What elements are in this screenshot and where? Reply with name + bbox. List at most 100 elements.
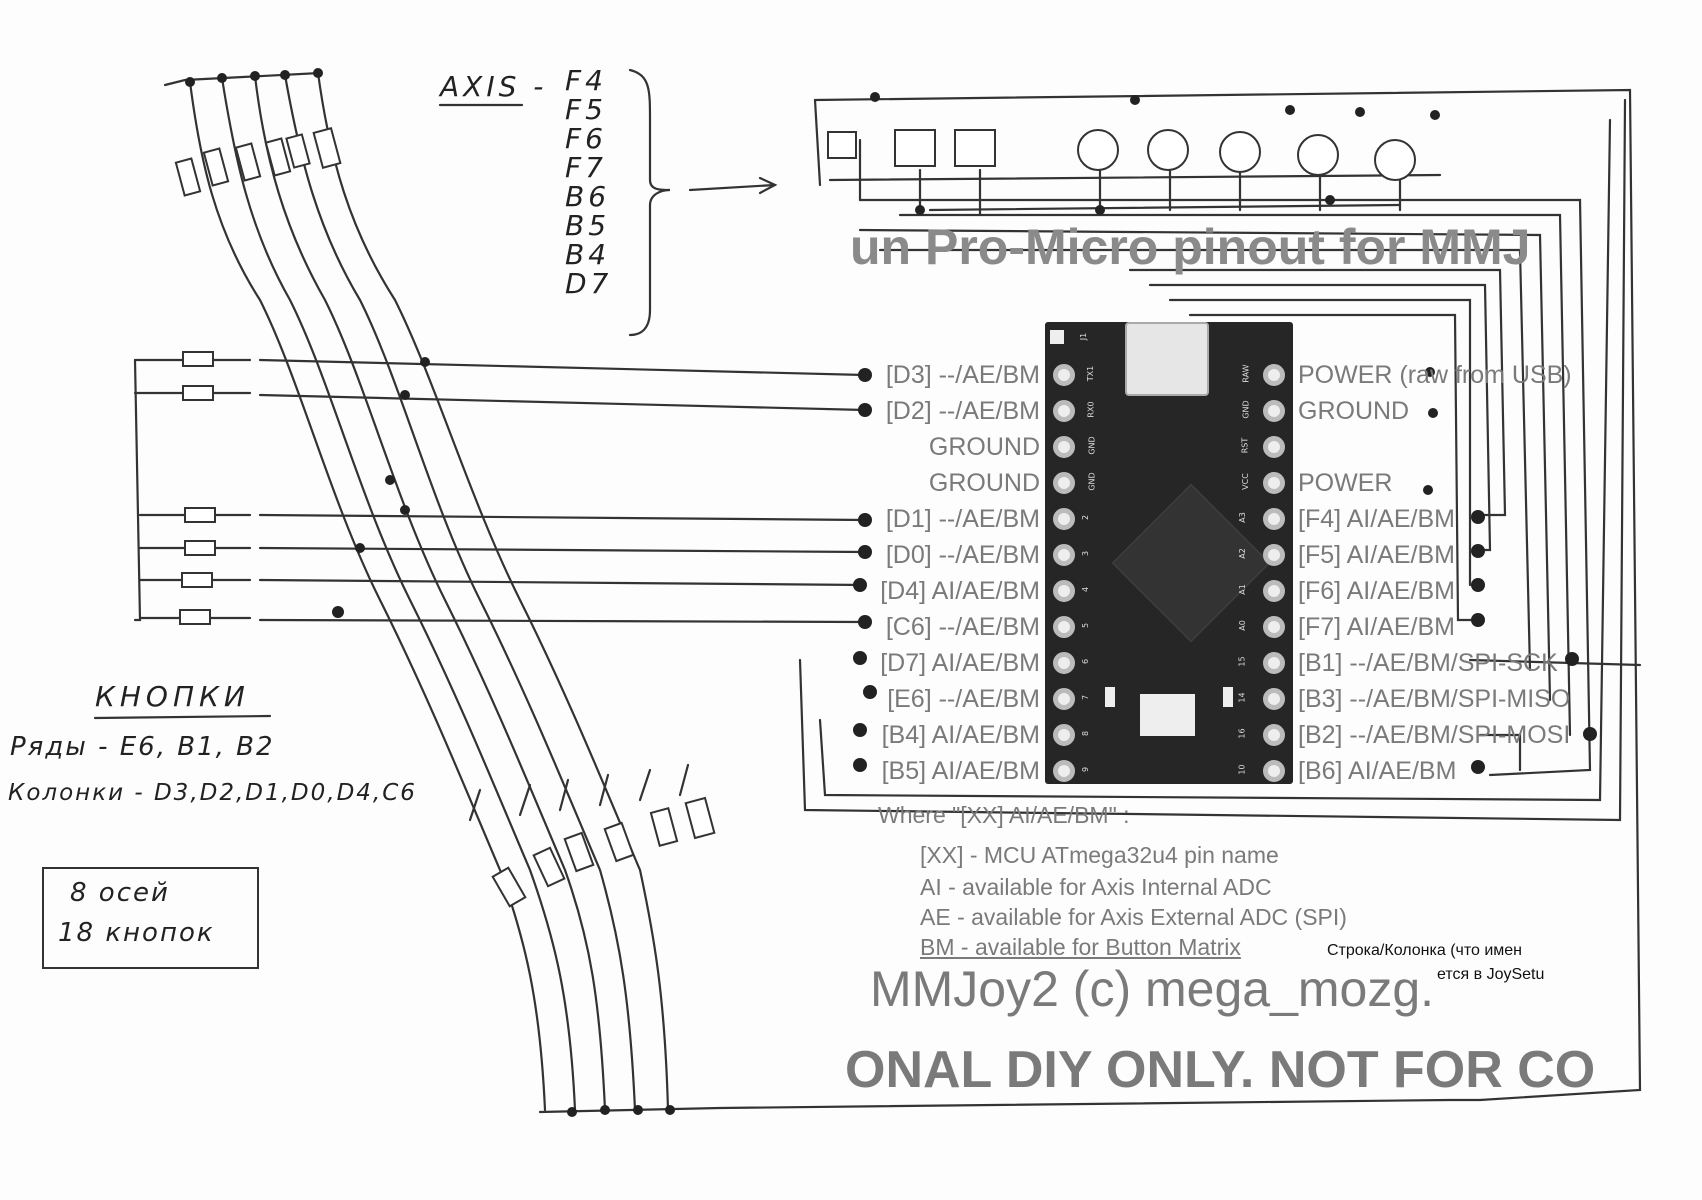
usb-connector	[1125, 322, 1209, 396]
left-pin-label: [C6] --/AE/BM	[885, 613, 1040, 641]
annotation-row-col: Строка/Колонка (что имен	[1327, 942, 1523, 959]
right-pin-label: [B2] --/AE/BM/SPI-MOSI	[1298, 721, 1571, 749]
silk-label-left: 8	[1081, 730, 1091, 737]
pin-pad	[1263, 364, 1285, 386]
silk-label-right: A2	[1237, 548, 1247, 559]
legend-line: AI - available for Axis Internal ADC	[920, 874, 1272, 900]
left-pin-label: [B5] AI/AE/BM	[881, 757, 1040, 785]
mcu-chip	[1111, 483, 1271, 643]
pin-pad	[1263, 688, 1285, 710]
legend-line: BM - available for Button Matrix	[920, 934, 1241, 960]
silk-label-right: A1	[1237, 584, 1247, 595]
axis-pin: F7	[565, 151, 607, 184]
silk-label-left: 4	[1081, 586, 1091, 593]
right-pin-label: [F6] AI/AE/BM	[1298, 577, 1455, 605]
silk-label-left: GND	[1087, 472, 1097, 491]
pin-pad	[1263, 544, 1285, 566]
axis-pin: B5	[565, 209, 611, 242]
silk-label-right: RST	[1240, 437, 1250, 454]
axis-pin: F5	[565, 93, 607, 126]
axis-note-title: AXIS -	[440, 70, 548, 103]
pin-pad	[1263, 760, 1285, 782]
right-pin-label: [B1] --/AE/BM/SPI-SCK	[1298, 649, 1558, 677]
right-pin-label: [F5] AI/AE/BM	[1298, 541, 1455, 569]
buttons-note-cols: Колонки - D3,D2,D1,D0,D4,C6	[8, 780, 417, 806]
left-pin-label: GROUND	[928, 433, 1040, 461]
silk-label-left: 2	[1081, 514, 1091, 521]
silk-label-left: 3	[1081, 550, 1091, 557]
pin-pad	[1053, 364, 1075, 386]
silk-label-right: A0	[1237, 620, 1247, 631]
silk-label-right: 14	[1237, 692, 1247, 703]
silk-label-left: 5	[1081, 622, 1091, 629]
axis-pin: B6	[565, 180, 611, 213]
pin-pad	[1263, 472, 1285, 494]
axis-pin: F6	[565, 122, 607, 155]
silk-label-left: 7	[1081, 694, 1091, 701]
legend-line: AE - available for Axis External ADC (SP…	[920, 904, 1347, 930]
left-pin-label: GROUND	[928, 469, 1040, 497]
summary-buttons: 18 кнопок	[58, 918, 215, 948]
silk-j1: J1	[1079, 332, 1089, 341]
pin-pad	[1053, 400, 1075, 422]
right-pin-label: [B3] --/AE/BM/SPI-MISO	[1298, 685, 1571, 713]
reset-button	[1140, 694, 1195, 736]
right-pin-label: [F4] AI/AE/BM	[1298, 505, 1455, 533]
silk-label-left: GND	[1087, 436, 1097, 455]
right-pin-label: POWER	[1298, 469, 1393, 497]
silk-label-left: TX1	[1086, 365, 1096, 382]
axis-note-pins: F4 F5 F6 F7 B6 B5 B4 D7	[565, 66, 612, 298]
pin-pad	[1053, 652, 1075, 674]
right-pin-label: [B6] AI/AE/BM	[1298, 757, 1457, 785]
axis-pin: F4	[565, 64, 607, 97]
legend-heading: Where "[XX] AI/AE/BM" :	[878, 802, 1130, 828]
silk-label-right: GND	[1241, 400, 1251, 419]
led	[1223, 687, 1233, 707]
legend-line: [XX] - MCU ATmega32u4 pin name	[920, 842, 1279, 868]
credit: MMJoy2 (c) mega_mozg.	[870, 961, 1435, 1017]
pin-pad	[1053, 436, 1075, 458]
warning-text: ONAL DIY ONLY. NOT FOR CO	[845, 1041, 1596, 1099]
silk-label-right: 15	[1237, 656, 1247, 667]
silk-label-left: 9	[1081, 766, 1091, 773]
pin-pad	[1053, 544, 1075, 566]
left-pin-label: [D1] --/AE/BM	[885, 505, 1040, 533]
pin-pad	[1053, 616, 1075, 638]
pin-pad	[1053, 688, 1075, 710]
pin-pad	[1053, 724, 1075, 746]
left-pin-label: [D3] --/AE/BM	[885, 361, 1040, 389]
pin-pad	[1263, 616, 1285, 638]
left-pin-label: [D7] AI/AE/BM	[880, 649, 1040, 677]
right-pin-label: POWER (raw from USB)	[1298, 361, 1572, 389]
silk-label-left: 6	[1081, 658, 1091, 665]
silk-label-right: 10	[1237, 764, 1247, 775]
pin-pad	[1263, 400, 1285, 422]
silk-label-right: A3	[1237, 512, 1247, 523]
pin-pad	[1263, 724, 1285, 746]
pin-pad	[1263, 652, 1285, 674]
pin-pad	[1263, 508, 1285, 530]
right-pin-label: GROUND	[1298, 397, 1410, 425]
silk-label-right: VCC	[1240, 473, 1250, 490]
left-pin-label: [D4] AI/AE/BM	[880, 577, 1040, 605]
pinout-title: un Pro-Micro pinout for MMJ	[850, 219, 1531, 275]
summary-axes: 8 осей	[70, 878, 170, 908]
left-pin-label: [E6] --/AE/BM	[887, 685, 1040, 713]
axis-pin: D7	[565, 267, 613, 300]
left-pin-label: [D0] --/AE/BM	[885, 541, 1040, 569]
annotation-joysetup: ется в JoySetu	[1437, 966, 1545, 983]
right-pin-label: [F7] AI/AE/BM	[1298, 613, 1455, 641]
silk-label-right: RAW	[1241, 364, 1251, 383]
silk-label-left: RX0	[1086, 401, 1096, 418]
led	[1105, 687, 1115, 707]
buttons-note-rows: Ряды - E6, B1, B2	[10, 732, 275, 762]
pin-pad	[1053, 508, 1075, 530]
buttons-note-title: КНОПКИ	[95, 680, 250, 713]
axis-pin: B4	[565, 238, 611, 271]
left-pin-label: [B4] AI/AE/BM	[881, 721, 1040, 749]
pin-pad	[1263, 436, 1285, 458]
left-pin-label: [D2] --/AE/BM	[885, 397, 1040, 425]
